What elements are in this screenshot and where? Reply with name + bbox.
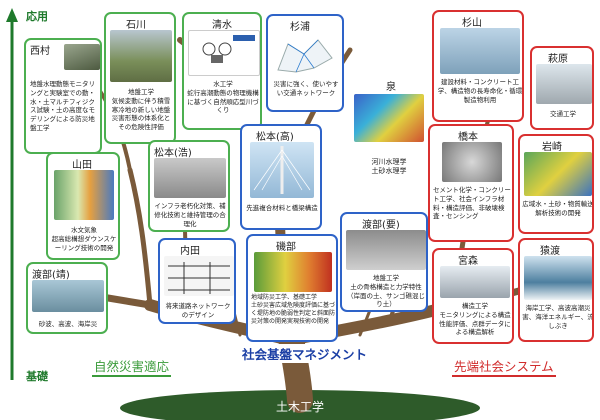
bridge-sea-photo: [440, 28, 520, 74]
card-title: 石川: [126, 20, 146, 31]
watershed-map: [524, 152, 592, 196]
root-label: 土木工学: [276, 400, 325, 414]
card-title: 磯部: [276, 242, 296, 253]
card-description: 交通工学: [550, 110, 576, 118]
lab-photo: [154, 158, 226, 198]
card-title: 橋本: [458, 132, 478, 143]
card-description: 海岸工学、高波高潮災害、海洋エネルギー、流しぶき: [522, 304, 594, 330]
card-matsumoto-taka: 松本(高) 先進複合材料と橋梁構造: [240, 124, 322, 230]
card-description: 地盤工学 気候変動に伴う積雪寒冷地の新しい地盤災害形態の体系化とその危険性評価: [111, 88, 171, 132]
card-nishimura: 西村 地盤水理動態モニタリングと実験室での動・水・土マルチフィジクス試験・土の高…: [24, 38, 102, 154]
axis-label-basic: 基礎: [26, 370, 48, 383]
category-infrastructure: 社会基盤マネジメント: [240, 344, 370, 363]
card-matsumoto-hiro: 松本(浩) インフラ老朽化対策、補修化技術と維持管理の合理化: [148, 140, 230, 232]
card-hashimoto: 橋本 セメント化学・コンクリート工学、社会インフラ材料・構造評価、非破壊検査・セ…: [428, 124, 514, 242]
drone-photo: [188, 30, 260, 76]
card-title: 萩原: [548, 54, 568, 65]
card-description: 広域水・土砂・物質輸送解析技術の開発: [522, 200, 594, 217]
field-photo: [64, 44, 100, 70]
category-advanced-society: 先端社会システム: [452, 356, 556, 377]
card-title: 杉山: [462, 18, 482, 29]
card-title: 山田: [72, 160, 92, 171]
concrete-core-photo: [442, 142, 502, 182]
card-sugiyama: 杉山 建設材料・コンクリート工学、構造物の長寿命化・循環製造物利用: [432, 10, 524, 122]
card-shimizu: 清水 水工学 蛇行高潮動態の物理機構に基づく自然順応型川づくり: [182, 12, 262, 130]
terrain-map: [354, 94, 424, 142]
card-title: 西村: [30, 46, 50, 57]
road-photo: [536, 64, 592, 104]
axis-label-applied: 応用: [26, 10, 48, 23]
bridge-photo: [250, 142, 314, 198]
card-sugiura: 杉浦 災害に強く、使いやすい交通ネットワーク: [266, 14, 344, 112]
wave-photo: [32, 280, 104, 312]
card-ishikawa: 石川 地盤工学 気候変動に伴う積雪寒冷地の新しい地盤災害形態の体系化とその危険性…: [104, 12, 176, 144]
card-description: 地盤水理動態モニタリングと実験室での動・水・土マルチフィジクス試験・土の高度なモ…: [30, 80, 95, 132]
card-miyamori: 宮森 構造工学 モニタリングによる構造性能評価、点群データによる構造解析: [432, 248, 514, 344]
card-description: 将来道路ネットワークのデザイン: [165, 302, 231, 319]
card-title: 杉浦: [290, 22, 310, 33]
hazard-map: [254, 252, 332, 292]
card-title: 宮森: [458, 256, 478, 267]
card-sarugakubo: 猿渡 海岸工学、高波高潮災害、海洋エネルギー、流しぶき: [518, 238, 594, 342]
card-description: 災害に強く、使いやすい交通ネットワーク: [273, 80, 339, 97]
bridge-scan-photo: [440, 266, 510, 298]
card-title: 松本(浩): [154, 148, 192, 159]
road-photo: [110, 30, 172, 82]
card-description: 水文気象 超高総構想ダウンスケーリング技術の開発: [51, 226, 117, 252]
climate-map: [54, 170, 114, 220]
card-title: 渡部(要): [362, 220, 400, 231]
card-description: 建設材料・コンクリート工学、構造物の長寿命化・循環製造物利用: [437, 78, 523, 104]
card-yamada: 山田 水文気象 超高総構想ダウンスケーリング技術の開発: [46, 152, 120, 260]
card-description: 地域防災工学、基礎工学 土砂災害広域危険度評価に基づく堤防地の脆弱性判定と斜面防…: [251, 294, 336, 326]
card-description: 先進複合材料と橋梁構造: [246, 204, 318, 212]
card-description: 地盤工学 土の骨格構造と力学特性（岸面の土、サンゴ礁混じり土）: [347, 274, 425, 309]
card-description: 河川水理学 土砂水理学: [371, 158, 407, 176]
card-watanabe-yo: 渡部(要) 地盤工学 土の骨格構造と力学特性（岸面の土、サンゴ礁混じり土）: [340, 212, 428, 312]
card-description: セメント化学・コンクリート工学、社会インフラ材料・構造評価、非破壊検査・センシン…: [433, 186, 511, 221]
card-title: 松本(高): [256, 132, 294, 143]
axis-arrow-head: [6, 8, 18, 22]
card-title: 内田: [180, 246, 200, 257]
card-isobe: 磯部 地域防災工学、基礎工学 土砂災害広域危険度評価に基づく堤防地の脆弱性判定と…: [246, 234, 338, 342]
card-hagiwara: 萩原 交通工学: [530, 46, 594, 130]
card-description: 構造工学 モニタリングによる構造性能評価、点群データによる構造解析: [439, 302, 511, 337]
card-description: 水工学 蛇行高潮動態の物理機構に基づく自然順応型川づくり: [187, 80, 259, 115]
wave-photo: [524, 256, 592, 300]
card-izumi: 泉 河川水理学 土砂水理学: [348, 74, 428, 184]
card-description: インフラ老朽化対策、補修化技術と維持管理の合理化: [154, 202, 226, 228]
card-title: 渡部(靖): [32, 270, 70, 281]
card-title: 猿渡: [540, 246, 560, 257]
card-watanabe-sei: 渡部(靖) 砂波、高波、海岸災: [26, 262, 108, 334]
road-diagram: [164, 256, 234, 296]
card-description: 砂波、高波、海岸災: [38, 320, 98, 328]
card-iwasaki: 岩崎 広域水・土砂・物質輸送解析技術の開発: [518, 134, 594, 234]
card-title: 清水: [212, 20, 232, 31]
card-title: 岩崎: [542, 142, 562, 153]
category-natural-disaster: 自然災害適応: [92, 356, 172, 377]
card-title: 泉: [386, 82, 396, 93]
soil-micrograph: [346, 230, 426, 270]
network-map: [274, 34, 338, 76]
card-uchida: 内田 将来道路ネットワークのデザイン: [158, 238, 236, 324]
